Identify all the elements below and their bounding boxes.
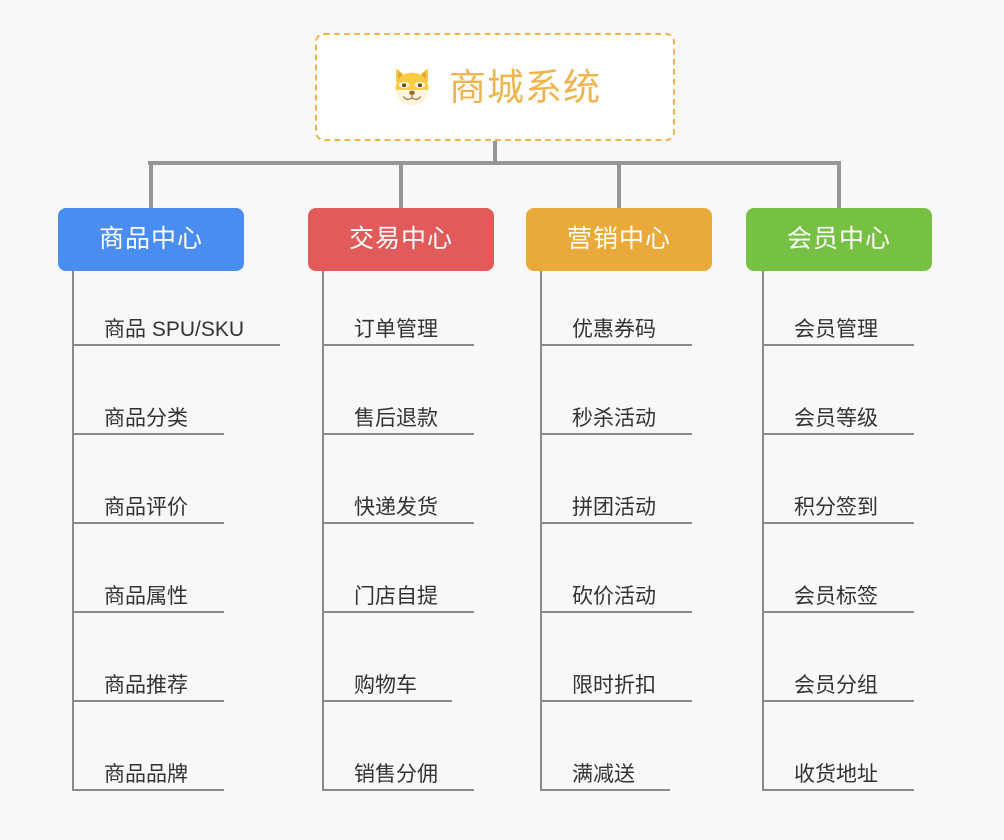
category-box-1[interactable]: 商品中心 xyxy=(58,208,244,271)
leaf-underline xyxy=(762,700,914,702)
leaf-underline xyxy=(72,344,280,346)
leaf-label: 收货地址 xyxy=(794,763,878,786)
leaf-label: 积分签到 xyxy=(794,496,878,519)
leaf-label: 会员分组 xyxy=(794,674,878,697)
category-box-3[interactable]: 营销中心 xyxy=(526,208,712,271)
leaf-label: 商品分类 xyxy=(104,407,188,430)
leaf-underline xyxy=(762,522,914,524)
leaf-underline xyxy=(540,344,692,346)
category-label: 会员中心 xyxy=(786,225,891,253)
leaf-label: 会员等级 xyxy=(794,407,878,430)
connector-drop-2 xyxy=(399,161,403,208)
leaf-underline xyxy=(322,522,474,524)
leaf-label: 商品属性 xyxy=(104,585,188,608)
leaf-label: 商品品牌 xyxy=(104,763,188,786)
category-label: 商品中心 xyxy=(98,225,203,253)
leaf-label: 优惠券码 xyxy=(572,318,656,341)
leaf-underline xyxy=(72,522,224,524)
root-title: 商城系统 xyxy=(449,66,601,108)
leaf-label: 限时折扣 xyxy=(572,674,656,697)
leaf-underline xyxy=(322,433,474,435)
leaf-underline xyxy=(762,611,914,613)
leaf-underline xyxy=(540,522,692,524)
leaf-label: 会员管理 xyxy=(794,318,878,341)
leaf-label: 满减送 xyxy=(572,763,635,786)
leaf-underline xyxy=(322,789,474,791)
leaf-label: 秒杀活动 xyxy=(572,407,656,430)
category-label: 交易中心 xyxy=(348,225,453,253)
leaf-underline xyxy=(72,789,224,791)
leaf-underline xyxy=(72,433,224,435)
shiba-dog-face-icon xyxy=(395,68,429,106)
leaf-label: 购物车 xyxy=(354,674,417,697)
leaf-underline xyxy=(540,611,692,613)
connector-root-stem xyxy=(493,141,497,165)
leaf-underline xyxy=(762,789,914,791)
leaf-underline xyxy=(322,344,474,346)
leaf-label: 订单管理 xyxy=(354,318,438,341)
leaf-label: 快递发货 xyxy=(354,496,438,519)
leaf-underline xyxy=(540,433,692,435)
connector-drop-1 xyxy=(149,161,153,208)
category-box-4[interactable]: 会员中心 xyxy=(746,208,932,271)
leaf-underline xyxy=(762,344,914,346)
leaf-underline xyxy=(72,700,224,702)
branch-trunk-line xyxy=(72,271,74,791)
leaf-label: 商品评价 xyxy=(104,496,188,519)
category-box-2[interactable]: 交易中心 xyxy=(308,208,494,271)
branch-trunk-line xyxy=(322,271,324,791)
leaf-underline xyxy=(322,700,452,702)
leaf-underline xyxy=(762,433,914,435)
leaf-label: 销售分佣 xyxy=(354,763,438,786)
root-node[interactable]: 商城系统 xyxy=(315,33,675,141)
leaf-label: 商品 SPU/SKU xyxy=(104,318,245,341)
leaf-underline xyxy=(540,700,692,702)
leaf-label: 拼团活动 xyxy=(572,496,656,519)
connector-drop-4 xyxy=(837,161,841,208)
leaf-underline xyxy=(72,611,224,613)
leaf-label: 会员标签 xyxy=(794,585,878,608)
leaf-label: 砍价活动 xyxy=(572,585,656,608)
leaf-label: 商品推荐 xyxy=(104,674,188,697)
connector-drop-3 xyxy=(617,161,621,208)
category-label: 营销中心 xyxy=(566,225,671,253)
leaf-underline xyxy=(540,789,670,791)
branch-trunk-line xyxy=(762,271,764,791)
leaf-label: 门店自提 xyxy=(354,585,438,608)
branch-trunk-line xyxy=(540,271,542,791)
leaf-label: 售后退款 xyxy=(354,407,438,430)
connector-horizontal-bus xyxy=(148,161,840,165)
leaf-underline xyxy=(322,611,474,613)
